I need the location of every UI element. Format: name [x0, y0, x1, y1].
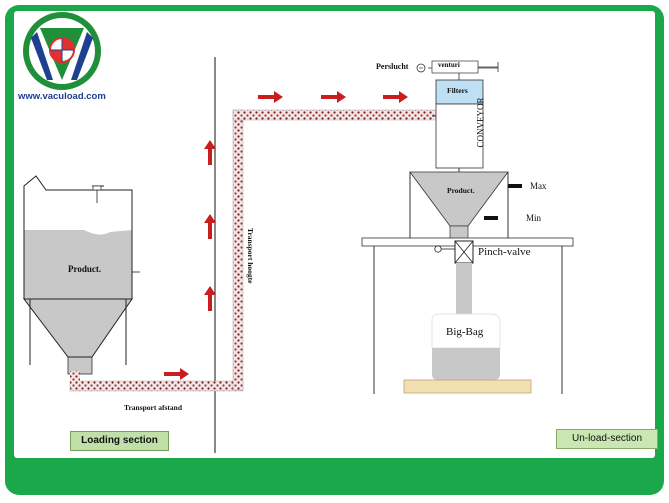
flow-arrow-up-icon — [204, 214, 216, 239]
conveyor-unit — [432, 79, 484, 172]
pinch-valve-label: Pinch-valve — [478, 246, 531, 258]
venturi-unit — [428, 60, 499, 80]
max-level-label: Max — [530, 181, 547, 191]
transport-hoogte-label: Transport hoogte — [246, 228, 255, 284]
min-level-label: Min — [526, 213, 542, 223]
pallet — [403, 379, 532, 394]
unload-section-button[interactable]: Un-load-section — [556, 429, 658, 449]
silo-outlet-pipe — [70, 371, 80, 385]
conveyor-label: CONVEYOR — [475, 97, 486, 148]
flow-arrow-right-icon — [383, 91, 408, 103]
transport-pipe-top — [232, 109, 437, 121]
transport-pipe-vertical — [232, 109, 244, 391]
perslucht-label: Perslucht — [376, 62, 409, 71]
transport-pipe-horizontal — [69, 380, 244, 392]
filling-tube — [456, 263, 472, 318]
flow-arrow-right-icon — [321, 91, 346, 103]
filters-label: Filters — [447, 86, 468, 95]
venturi-label: venturi — [438, 61, 460, 69]
pinch-valve — [434, 240, 474, 264]
flow-arrow-right-icon — [164, 368, 189, 380]
website-url: www.vacuload.com — [18, 91, 106, 102]
flow-arrow-up-icon — [204, 286, 216, 311]
vacuload-logo-icon — [23, 12, 101, 90]
flow-arrow-up-icon — [204, 140, 216, 165]
flow-arrow-right-icon — [258, 91, 283, 103]
silo-product-label: Product. — [68, 264, 102, 274]
big-bag-label: Big-Bag — [446, 326, 484, 338]
big-bag — [431, 313, 501, 380]
loading-section-button[interactable]: Loading section — [70, 431, 169, 451]
storage-silo — [22, 175, 140, 375]
transport-afstand-label: Transport afstand — [124, 403, 182, 412]
receiving-hopper — [409, 171, 522, 242]
air-valve-icon — [416, 63, 426, 73]
hopper-product-label: Product. — [447, 186, 475, 195]
